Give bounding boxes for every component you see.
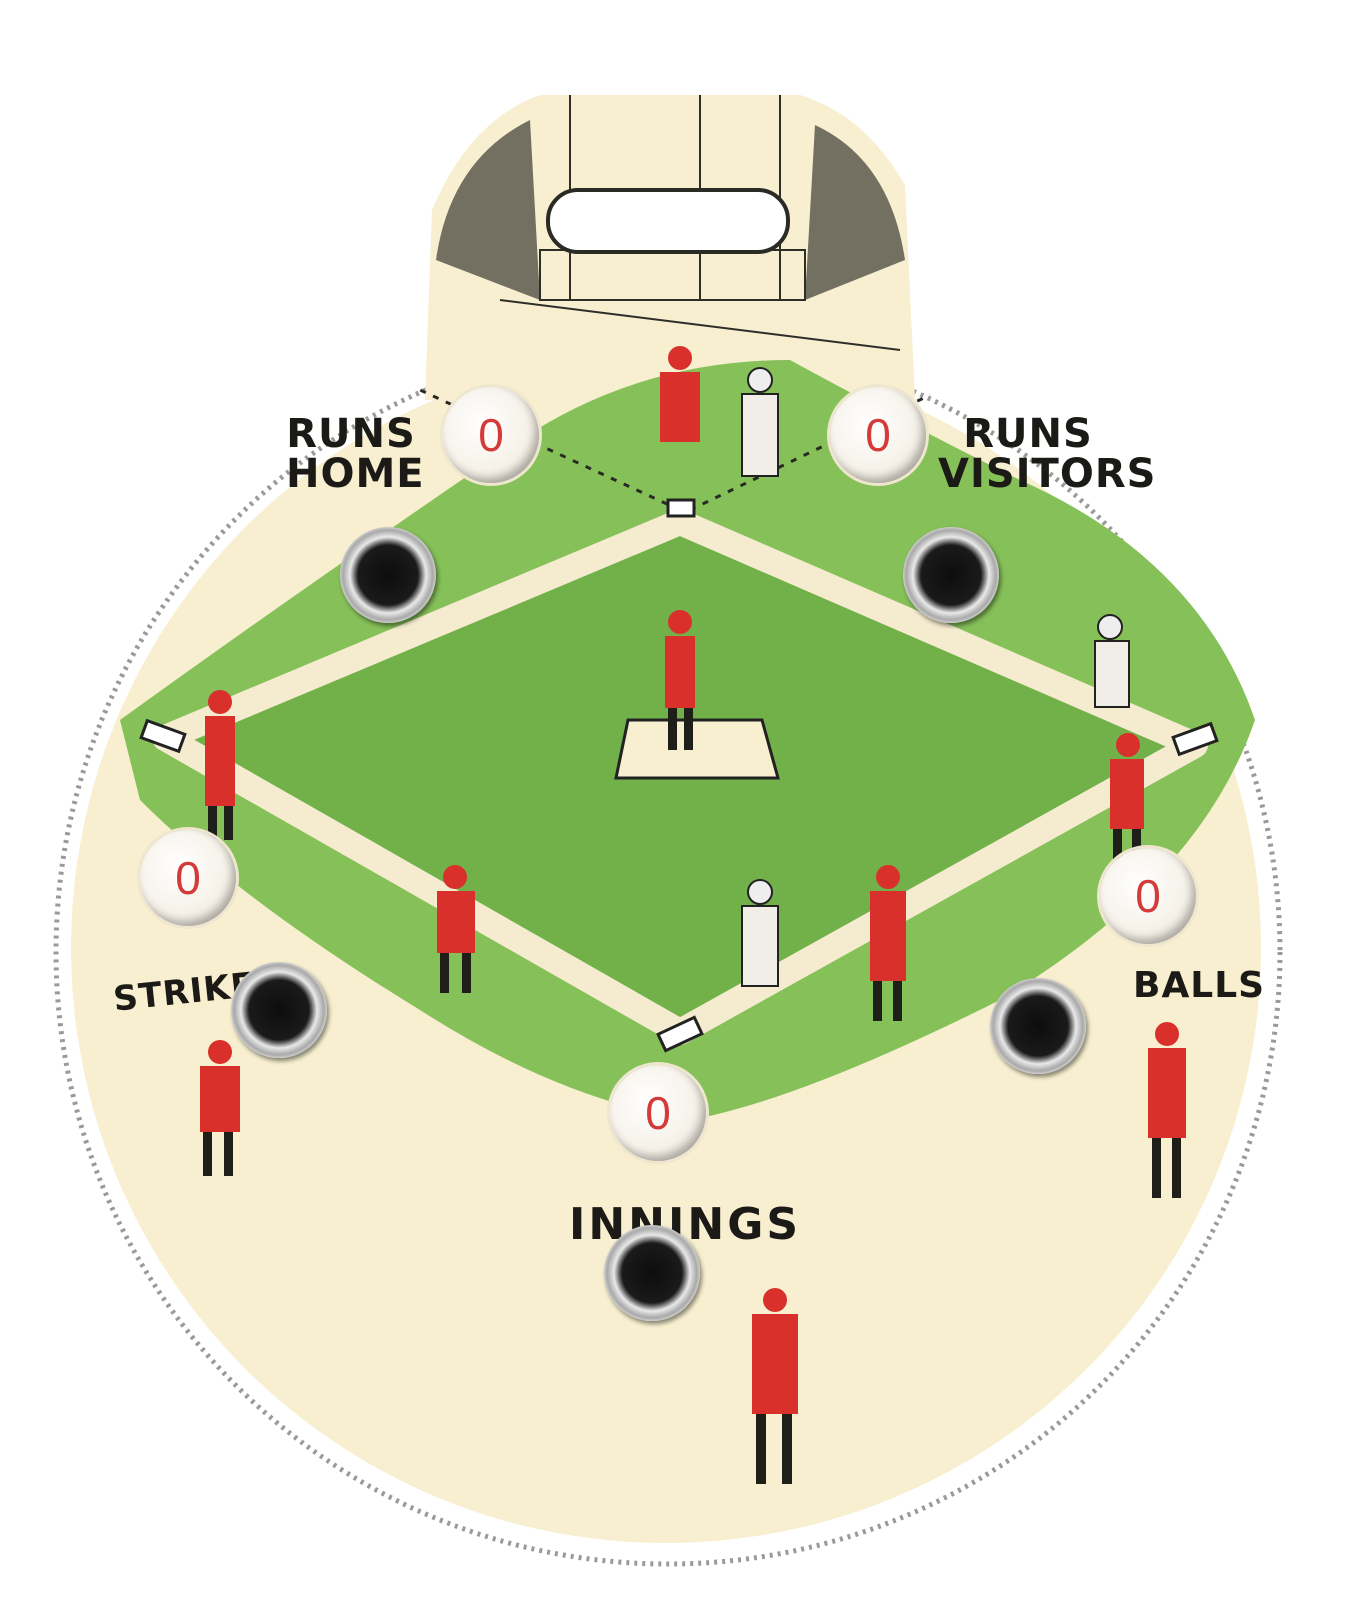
hanging-slot (546, 188, 790, 254)
base-icon (1171, 721, 1219, 757)
baseball-player-icon (1110, 733, 1144, 859)
balls-label: BALLS (1133, 965, 1266, 1006)
baseball-player-icon (660, 346, 779, 477)
runs-home-label: RUNS HOME (286, 411, 425, 497)
innings-counter: 0 (610, 1065, 706, 1161)
runs-visitors-label-line2: VISITORS (938, 451, 1157, 497)
baseball-player-icon (1094, 614, 1130, 708)
base-icon (656, 1015, 704, 1053)
runs-visitors-value: 0 (865, 409, 891, 461)
runs-visitors-counter: 0 (830, 387, 926, 483)
pitchers-mound (614, 718, 780, 780)
players (200, 346, 1186, 1484)
baseball-player-icon (205, 690, 235, 840)
baseball-player-icon (200, 1040, 240, 1176)
baseball-player-icon (665, 610, 695, 750)
balls-counter: 0 (1100, 848, 1196, 944)
baseball-player-icon (741, 879, 779, 987)
balls-value: 0 (1135, 870, 1161, 922)
innings-value: 0 (645, 1087, 671, 1139)
runs-visitors-label-line1: RUNS (963, 411, 1093, 457)
runs-home-counter: 0 (443, 387, 539, 483)
runs-visitors-eyelet-icon[interactable] (903, 527, 999, 623)
strikes-value: 0 (175, 852, 201, 904)
runs-home-eyelet-icon[interactable] (340, 527, 436, 623)
strikes-eyelet-icon[interactable] (231, 962, 327, 1058)
strikes-counter: 0 (140, 830, 236, 926)
runs-home-value: 0 (478, 409, 504, 461)
innings-eyelet-icon[interactable] (604, 1225, 700, 1321)
runs-home-label-line2: HOME (286, 451, 425, 497)
baseball-player-icon (870, 865, 906, 1021)
base-icon (139, 718, 187, 754)
runs-visitors-label: RUNS VISITORS (938, 411, 1157, 497)
bases (139, 498, 1219, 1053)
baseball-player-icon (437, 865, 475, 993)
base-icon (666, 498, 696, 518)
baseball-player-icon (1148, 1022, 1186, 1198)
baseball-player-icon (752, 1288, 798, 1484)
balls-eyelet-icon[interactable] (990, 978, 1086, 1074)
runs-home-label-line1: RUNS (286, 411, 416, 457)
